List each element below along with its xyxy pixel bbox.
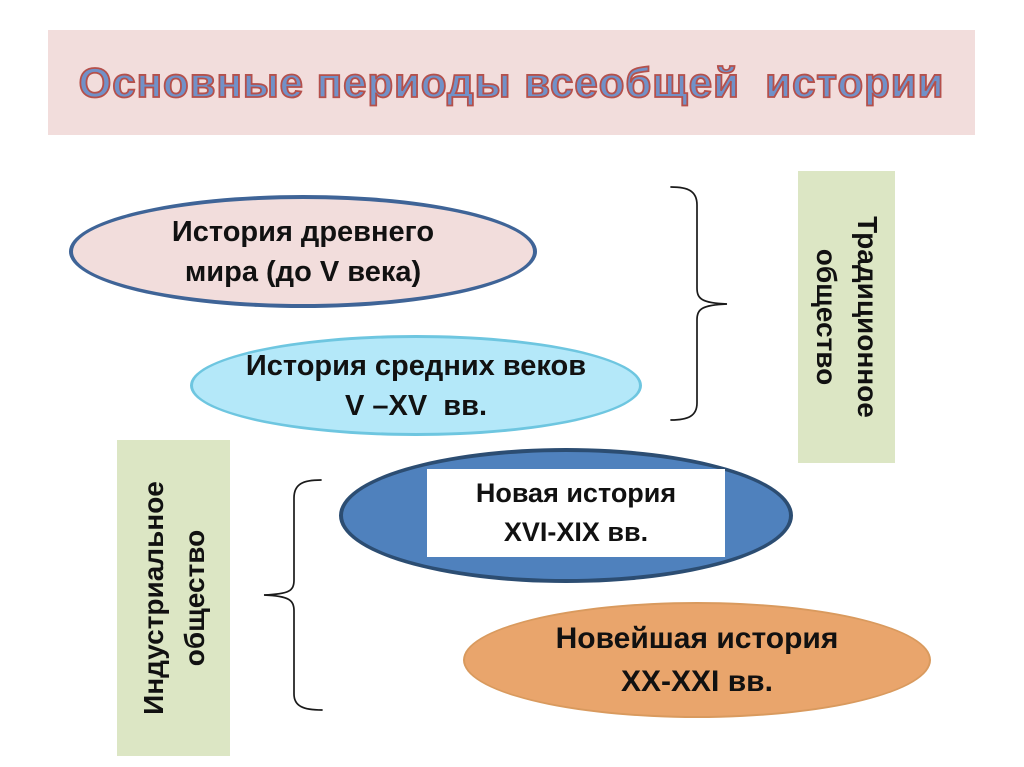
industrial-society-line2: общество xyxy=(178,529,210,667)
slide-title-banner: Основные периоды всеобщей истории xyxy=(48,30,975,135)
medieval-history-text: История средних веков V –XV вв. xyxy=(246,346,586,426)
medieval-history-line2: V –XV вв. xyxy=(344,389,488,422)
traditional-society-text: Традиционное общество xyxy=(806,172,888,462)
modern-history-line2: XVI-XIX вв. xyxy=(503,517,649,547)
ancient-history-line1: История древнего xyxy=(171,215,435,248)
traditional-society-line2: общество xyxy=(810,248,842,386)
traditional-society-line1: Традиционное xyxy=(851,216,883,418)
ellipse-ancient-history: История древнего мира (до V века) xyxy=(69,195,537,308)
industrial-society-line1: Индустриальное xyxy=(137,481,169,715)
slide-title: Основные периоды всеобщей истории xyxy=(78,58,945,107)
ellipse-contemporary-history: Новейшая история XX-XXI вв. xyxy=(463,602,931,718)
industrial-society-text: Индустриальное общество xyxy=(133,448,215,748)
ancient-history-line2: мира (до V века) xyxy=(184,255,422,288)
brace-right-traditional xyxy=(670,186,728,421)
ancient-history-text: История древнего мира (до V века) xyxy=(172,212,434,292)
label-industrial-society: Индустриальное общество xyxy=(117,440,230,756)
modern-history-label-box: Новая история XVI-XIX вв. xyxy=(427,469,725,557)
contemporary-history-line1: Новейшая история xyxy=(555,622,839,655)
modern-history-text: Новая история XVI-XIX вв. xyxy=(476,474,676,552)
medieval-history-line1: История средних веков xyxy=(245,349,587,382)
brace-left-industrial xyxy=(263,479,323,711)
modern-history-line1: Новая история xyxy=(475,478,677,508)
contemporary-history-text: Новейшая история XX-XXI вв. xyxy=(556,617,839,703)
contemporary-history-line2: XX-XXI вв. xyxy=(621,665,773,698)
label-traditional-society: Традиционное общество xyxy=(798,171,895,463)
ellipse-medieval-history: История средних веков V –XV вв. xyxy=(190,335,642,436)
